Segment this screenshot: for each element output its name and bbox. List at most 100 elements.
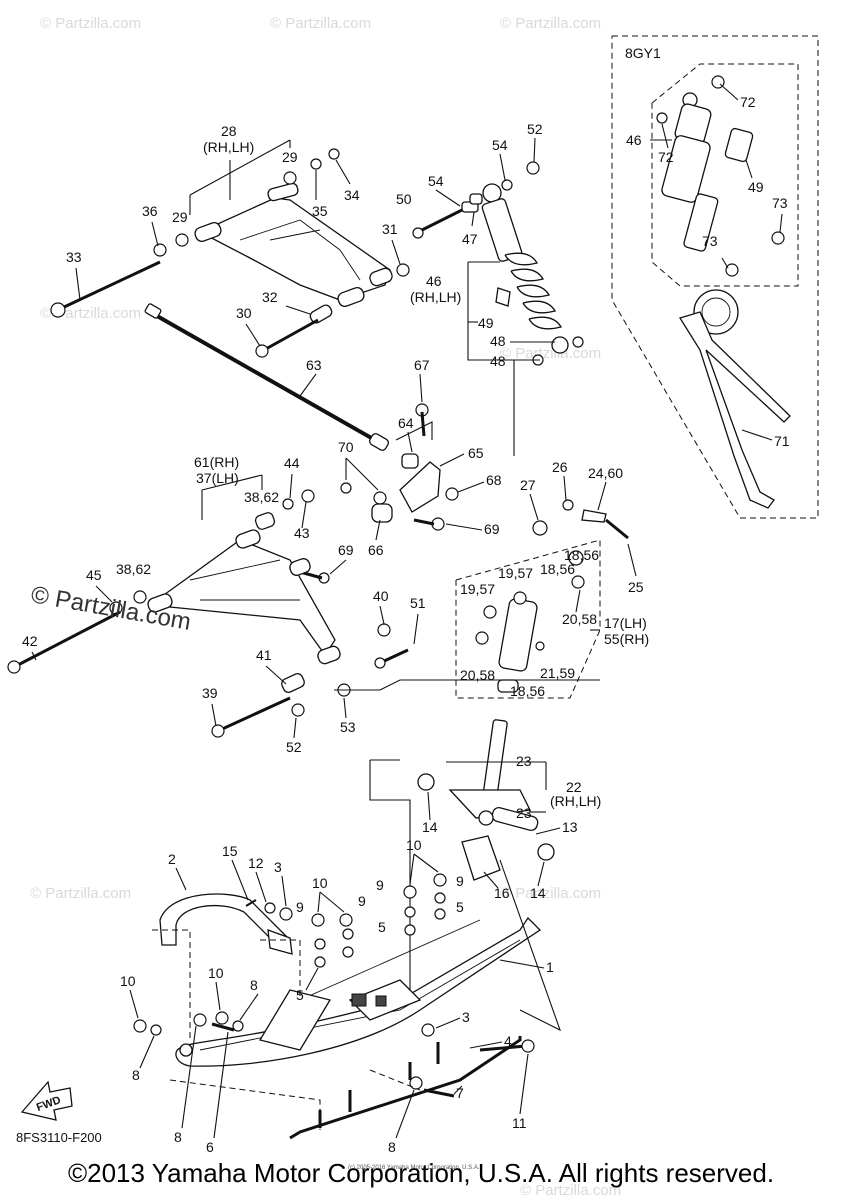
nut-stacks: [133, 873, 447, 1037]
callout-15: 15: [222, 843, 238, 859]
upper-arm-28: [153, 148, 410, 324]
callout-69: 69: [484, 521, 500, 537]
callout-7: 7: [456, 1085, 464, 1101]
callout-73: 73: [772, 195, 788, 211]
callout-25: 25: [628, 579, 644, 595]
linkage-64-70: [299, 403, 459, 584]
callout-68: 68: [486, 472, 502, 488]
callout-19-57: 19,57: [460, 581, 495, 597]
callout-66: 66: [368, 542, 384, 558]
watermark: © Partzilla.com: [30, 885, 131, 902]
callout-10: 10: [120, 973, 136, 989]
callout-36: 36: [142, 203, 158, 219]
callout-64: 64: [398, 415, 414, 431]
callout-27: 27: [520, 477, 536, 493]
small-copyright: (c) 2005-2016 Yamaha Motor Corporation, …: [348, 1165, 480, 1171]
bolt-33: [50, 260, 161, 318]
callout-69: 69: [338, 542, 354, 558]
ski-1: [175, 916, 542, 1067]
callout-55: 55(RH): [604, 631, 649, 647]
callout-48: 48: [490, 353, 506, 369]
watermark: © Partzilla.com: [500, 885, 601, 902]
callout-28: 28: [221, 123, 237, 139]
callout-10: 10: [208, 965, 224, 981]
callout-54: 54: [492, 137, 508, 153]
callout-46-side: (RH,LH): [410, 289, 461, 305]
drawing-code: 8FS3110-F200: [16, 1130, 102, 1145]
push-rod-63: [144, 303, 389, 451]
callout-44: 44: [284, 455, 300, 471]
callout-35: 35: [312, 203, 328, 219]
callout-56: 18,56: [540, 561, 575, 577]
callout-4: 4: [504, 1033, 512, 1049]
callout-71: 71: [774, 433, 790, 449]
callout-34: 34: [344, 187, 360, 203]
callout-18-56: 18,56: [510, 683, 545, 699]
ski-handle-2: [159, 893, 293, 955]
callout-43: 43: [294, 525, 310, 541]
callout-23: 23: [516, 805, 532, 821]
callout-32: 32: [262, 289, 278, 305]
callout-72: 72: [740, 94, 756, 110]
callout-19-57: 19,57: [498, 565, 533, 581]
callout-21-59: 21,59: [540, 665, 575, 681]
callout-45: 45: [86, 567, 102, 583]
callout-1: 1: [546, 959, 554, 975]
callout-6: 6: [206, 1139, 214, 1155]
callout-11: 11: [512, 1115, 527, 1131]
callout-23: 23: [516, 753, 532, 769]
callout-49: 49: [748, 179, 764, 195]
callout-8: 8: [132, 1067, 140, 1083]
callout-54: 54: [428, 173, 444, 189]
callout-38-62: 38,62: [244, 489, 279, 505]
callout-48: 48: [490, 333, 506, 349]
callout-9: 9: [456, 873, 464, 889]
callout-52: 52: [527, 121, 543, 137]
callout-9: 9: [376, 877, 384, 893]
callout-47: 47: [462, 231, 478, 247]
callout-72: 72: [658, 149, 674, 165]
callout-20-58: 20,58: [562, 611, 597, 627]
callout-28-side: (RH,LH): [203, 139, 254, 155]
callout-33: 33: [66, 249, 82, 265]
callout-53: 53: [340, 719, 356, 735]
steering-spindle-22: [417, 719, 555, 881]
callout-5: 5: [378, 919, 386, 935]
callout-63: 63: [306, 357, 322, 373]
spanner-tool-71: [678, 289, 791, 509]
spindle-assembly: [455, 499, 629, 699]
callout-14: 14: [422, 819, 438, 835]
watermark: © Partzilla.com: [40, 15, 141, 32]
shock-absorber-46: [412, 161, 584, 366]
inset-shock-absorber: [656, 75, 785, 277]
callout-3: 3: [274, 859, 282, 875]
watermark: © Partzilla.com: [520, 1182, 621, 1199]
callout-8: 8: [388, 1139, 396, 1155]
callout-22-side: (RH,LH): [550, 793, 601, 809]
callout-17: 17(LH): [604, 615, 647, 631]
callout-38-62: 38,62: [116, 561, 151, 577]
callout-20-58: 20,58: [460, 667, 495, 683]
callout-50: 50: [396, 191, 412, 207]
fwd-arrow-icon: FWD: [20, 1080, 73, 1121]
callout-46: 46: [626, 132, 642, 148]
callout-67: 67: [414, 357, 430, 373]
wear-bar-4: [289, 1036, 522, 1140]
inset-border: [611, 35, 819, 519]
callout-2: 2: [168, 851, 176, 867]
callout-8: 8: [250, 977, 258, 993]
callout-42: 42: [22, 633, 38, 649]
callout-29: 29: [172, 209, 188, 225]
spindle-border: [455, 539, 601, 699]
callout-5: 5: [456, 899, 464, 915]
callout-10: 10: [312, 875, 328, 891]
footer-copyright: ©2013 Yamaha Motor Corporation, U.S.A. A…: [67, 1158, 775, 1188]
lower-arm-61: [7, 489, 409, 738]
callout-8: 8: [174, 1129, 182, 1145]
callout-65: 65: [468, 445, 484, 461]
inset-8gy1: 8GY1 72 46 72 49 73 73: [611, 35, 819, 519]
callout-61: 61(RH): [194, 454, 239, 470]
callout-3: 3: [462, 1009, 470, 1025]
callout-46: 46: [426, 273, 442, 289]
